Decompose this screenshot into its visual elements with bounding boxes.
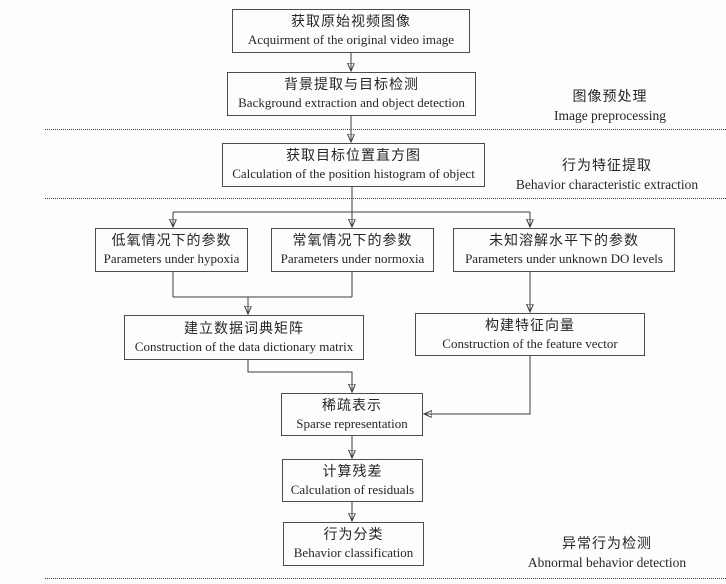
node-params-normoxia: 常氧情况下的参数 Parameters under normoxia [271, 228, 434, 272]
node-behavior-classification: 行为分类 Behavior classification [283, 522, 424, 566]
node-params-normoxia-label-en: Parameters under normoxia [280, 251, 425, 266]
node-acquire-video: 获取原始视频图像 Acquirment of the original vide… [232, 9, 470, 53]
node-residuals: 计算残差 Calculation of residuals [282, 459, 423, 502]
node-data-dictionary-label-en: Construction of the data dictionary matr… [134, 338, 354, 354]
node-data-dictionary: 建立数据词典矩阵 Construction of the data dictio… [124, 315, 364, 360]
node-params-normoxia-label-zh: 常氧情况下的参数 [292, 234, 413, 249]
node-position-histogram: 获取目标位置直方图 Calculation of the position hi… [222, 143, 485, 187]
stage-divider-feature-extraction [45, 198, 726, 199]
node-params-unknown-do-label-zh: 未知溶解水平下的参数 [489, 234, 639, 249]
stage-label-feature-extraction-zh: 行为特征提取 [562, 159, 652, 174]
stage-label-feature-extraction: 行为特征提取 Behavior characteristic extractio… [497, 158, 717, 193]
node-params-hypoxia-label-en: Parameters under hypoxia [103, 251, 240, 266]
node-sparse-representation-label-zh: 稀疏表示 [322, 398, 382, 414]
node-sparse-representation: 稀疏表示 Sparse representation [281, 393, 423, 436]
node-params-unknown-do: 未知溶解水平下的参数 Parameters under unknown DO l… [453, 228, 675, 272]
node-data-dictionary-label-zh: 建立数据词典矩阵 [184, 321, 304, 337]
node-position-histogram-label-zh: 获取目标位置直方图 [286, 149, 421, 164]
node-background-extraction-label-en: Background extraction and object detecti… [238, 95, 465, 110]
node-feature-vector: 构建特征向量 Construction of the feature vecto… [415, 313, 645, 356]
node-residuals-label-en: Calculation of residuals [290, 481, 415, 497]
node-acquire-video-label-en: Acquirment of the original video image [247, 32, 455, 47]
node-params-hypoxia-label-zh: 低氧情况下的参数 [111, 234, 232, 249]
node-background-extraction-label-zh: 背景提取与目标检测 [284, 78, 419, 93]
stage-label-abnormal-detection: 异常行为检测 Abnormal behavior detection [497, 536, 717, 571]
stage-label-preprocessing: 图像预处理 Image preprocessing [500, 89, 720, 124]
node-background-extraction: 背景提取与目标检测 Background extraction and obje… [227, 72, 476, 116]
stage-label-abnormal-detection-en: Abnormal behavior detection [527, 555, 687, 570]
node-feature-vector-label-zh: 构建特征向量 [485, 318, 575, 334]
stage-label-preprocessing-zh: 图像预处理 [572, 90, 648, 105]
node-position-histogram-label-en: Calculation of the position histogram of… [232, 166, 475, 181]
stage-label-preprocessing-en: Image preprocessing [553, 108, 667, 123]
stage-divider-abnormal-detection [45, 578, 726, 579]
stage-label-feature-extraction-en: Behavior characteristic extraction [515, 177, 699, 192]
node-params-unknown-do-label-en: Parameters under unknown DO levels [465, 251, 663, 266]
node-sparse-representation-label-en: Sparse representation [296, 415, 408, 431]
node-behavior-classification-label-zh: 行为分类 [323, 528, 384, 543]
node-params-hypoxia: 低氧情况下的参数 Parameters under hypoxia [95, 228, 248, 272]
stage-label-abnormal-detection-zh: 异常行为检测 [562, 537, 652, 552]
node-residuals-label-zh: 计算残差 [322, 464, 383, 480]
node-feature-vector-label-en: Construction of the feature vector [442, 335, 618, 351]
node-acquire-video-label-zh: 获取原始视频图像 [291, 15, 411, 30]
node-behavior-classification-label-en: Behavior classification [293, 545, 414, 560]
stage-divider-preprocessing [45, 129, 726, 130]
